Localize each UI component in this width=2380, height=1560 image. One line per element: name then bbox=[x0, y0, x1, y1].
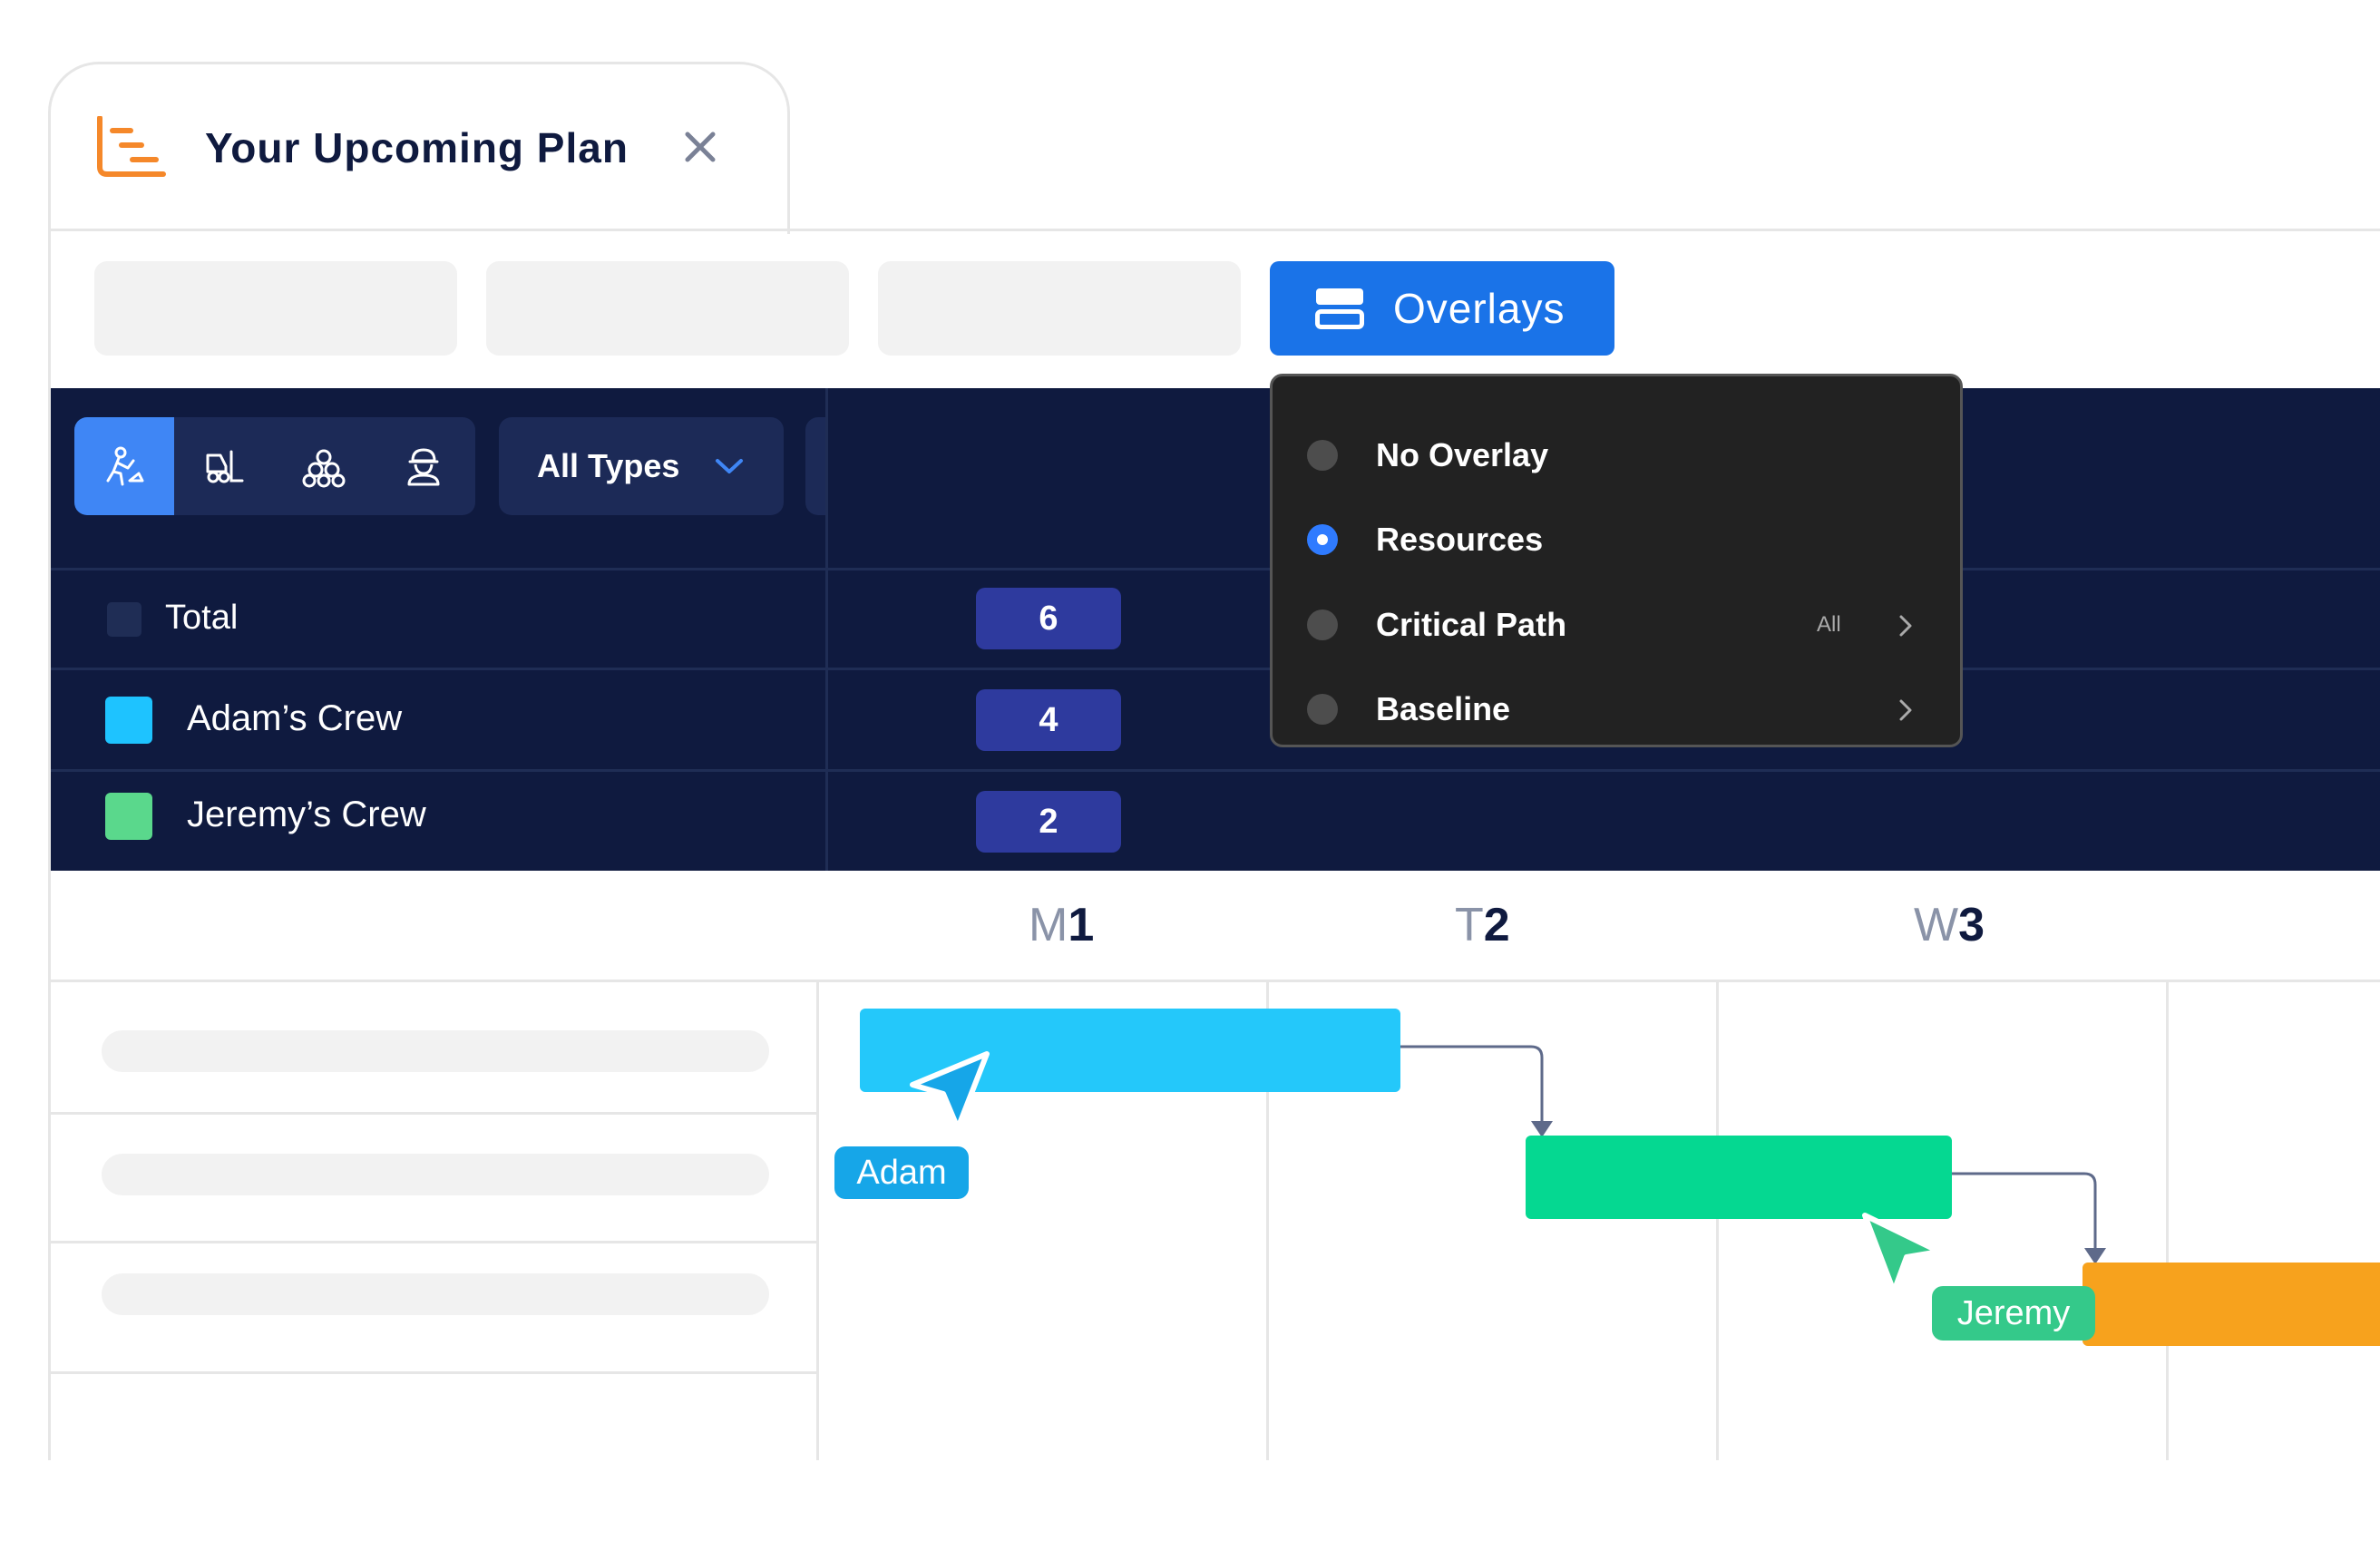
chevron-right-icon bbox=[1899, 699, 1912, 721]
menu-item-label: Baseline bbox=[1376, 690, 1511, 727]
menu-item-critical-path[interactable]: Critical Path All bbox=[1273, 593, 1960, 657]
menu-item-label: Resources bbox=[1376, 521, 1544, 558]
toolbar-placeholder-button[interactable] bbox=[878, 261, 1241, 356]
next-filter-button[interactable] bbox=[805, 417, 825, 515]
cursor-arrow-icon bbox=[1862, 1213, 1942, 1294]
type-select[interactable]: All Types bbox=[499, 417, 784, 515]
task-name-placeholder bbox=[102, 1154, 769, 1195]
jeremys-crew-count-badge: 2 bbox=[976, 791, 1121, 853]
layers-icon bbox=[1315, 288, 1364, 329]
toolbar-placeholder-button[interactable] bbox=[486, 261, 849, 356]
radio-resources[interactable] bbox=[1307, 524, 1338, 555]
overlays-menu: No Overlay Resources Critical Path All B… bbox=[1270, 374, 1963, 747]
worker-digging-icon bbox=[106, 446, 144, 486]
panel-divider bbox=[51, 568, 2380, 570]
panel-divider bbox=[51, 769, 2380, 772]
task-bar-next[interactable] bbox=[2082, 1263, 2380, 1346]
task-name-placeholder bbox=[102, 1030, 769, 1072]
day-header-monday: M1 bbox=[1029, 899, 1095, 951]
total-checkbox[interactable] bbox=[107, 602, 141, 637]
radio-no-overlay[interactable] bbox=[1307, 440, 1338, 471]
resource-type-filter bbox=[74, 417, 475, 515]
radio-baseline[interactable] bbox=[1307, 694, 1338, 725]
materials-icon bbox=[302, 449, 346, 488]
menu-item-label: No Overlay bbox=[1376, 436, 1549, 473]
filter-crew-button[interactable] bbox=[374, 417, 473, 515]
overlays-label: Overlays bbox=[1393, 285, 1566, 332]
window-frame bbox=[48, 136, 51, 1460]
plan-tab[interactable] bbox=[48, 62, 790, 234]
type-select-value: All Types bbox=[537, 447, 680, 484]
row-divider bbox=[51, 1371, 818, 1374]
overlays-button[interactable]: Overlays bbox=[1270, 261, 1614, 356]
panel-column-divider bbox=[825, 388, 828, 871]
total-label: Total bbox=[165, 599, 239, 637]
tab-title: Your Upcoming Plan bbox=[205, 124, 629, 171]
excavator-icon bbox=[206, 450, 244, 483]
cursor-arrow-icon bbox=[910, 1051, 990, 1131]
gantt-chart-icon bbox=[97, 116, 166, 177]
radio-critical-path[interactable] bbox=[1307, 609, 1338, 640]
cursor-name-tag-adam: Adam bbox=[834, 1146, 969, 1199]
grid-column-line bbox=[1266, 981, 1269, 1460]
timeline-header-divider bbox=[51, 980, 2380, 982]
cursor-name-tag-jeremy: Jeremy bbox=[1932, 1286, 2095, 1341]
chevron-down-icon bbox=[716, 459, 744, 473]
panel-divider bbox=[51, 668, 2380, 670]
day-header-tuesday: T2 bbox=[1455, 899, 1510, 951]
worker-hardhat-icon bbox=[407, 448, 440, 486]
menu-item-baseline[interactable]: Baseline bbox=[1273, 678, 1960, 741]
menu-item-label: Critical Path bbox=[1376, 606, 1567, 643]
toolbar-placeholder-button[interactable] bbox=[94, 261, 457, 356]
menu-item-no-overlay[interactable]: No Overlay bbox=[1273, 424, 1960, 487]
grid-column-line bbox=[1716, 981, 1719, 1460]
adams-crew-count-badge: 4 bbox=[976, 689, 1121, 751]
jeremys-crew-color-swatch[interactable] bbox=[105, 793, 152, 840]
task-name-placeholder bbox=[102, 1273, 769, 1315]
row-divider bbox=[51, 1112, 818, 1115]
adams-crew-label: Adam’s Crew bbox=[187, 698, 403, 738]
close-icon[interactable] bbox=[680, 127, 720, 167]
day-header-wednesday: W3 bbox=[1914, 899, 1985, 951]
filter-materials-button[interactable] bbox=[274, 417, 374, 515]
filter-labor-button[interactable] bbox=[74, 417, 174, 515]
critical-path-filter-value: All bbox=[1817, 612, 1841, 637]
total-count-badge: 6 bbox=[976, 588, 1121, 649]
jeremys-crew-label: Jeremy’s Crew bbox=[187, 795, 426, 834]
filter-equipment-button[interactable] bbox=[174, 417, 274, 515]
adams-crew-color-swatch[interactable] bbox=[105, 697, 152, 744]
row-divider bbox=[51, 1241, 818, 1243]
menu-item-resources[interactable]: Resources bbox=[1273, 508, 1960, 571]
grid-column-line bbox=[2166, 981, 2169, 1460]
task-bar-jeremys-crew[interactable] bbox=[1526, 1136, 1952, 1219]
grid-column-line bbox=[816, 981, 819, 1460]
chevron-right-icon bbox=[1899, 615, 1912, 637]
tab-divider bbox=[48, 229, 2380, 231]
